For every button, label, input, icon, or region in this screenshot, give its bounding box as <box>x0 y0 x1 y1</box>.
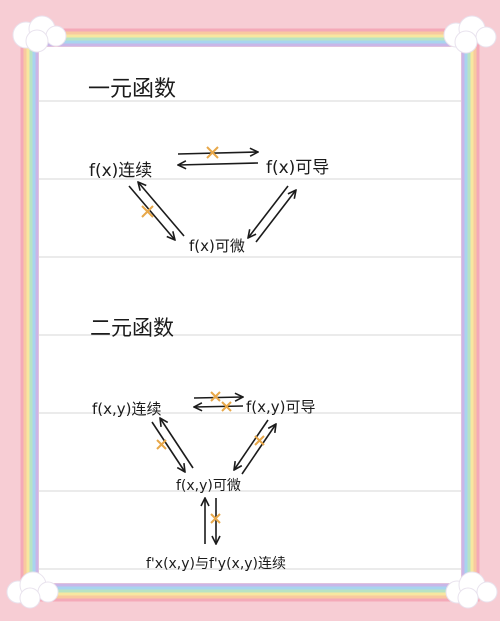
node-continuous-1: f(x)连续 <box>89 161 152 181</box>
cross-mark-icon <box>141 205 154 218</box>
arrow-pair-cont-deriv-1 <box>178 152 258 165</box>
paper <box>39 47 461 583</box>
node-partials-continuous-2: f'x(x,y)与f'y(x,y)连续 <box>146 555 286 572</box>
arrow-pair-diff-partials-2 <box>205 498 216 544</box>
arrow-pair-cont-partial-2 <box>194 397 243 407</box>
node-differentiable-2: f(x,y)可微 <box>176 478 241 494</box>
node-partial-2: f(x,y)可导 <box>246 398 316 416</box>
node-continuous-2: f(x,y)连续 <box>92 400 162 418</box>
arrow-pair-cont-diff-1 <box>128 182 185 240</box>
node-derivable-1: f(x)可导 <box>266 158 329 178</box>
cross-mark-icon <box>206 146 219 159</box>
cross-mark-icon <box>156 439 167 450</box>
cross-mark-icon <box>221 401 232 412</box>
section-title-two-var: 二元函数 <box>90 316 174 340</box>
node-differentiable-1: f(x)可微 <box>189 237 245 255</box>
cross-mark-icon <box>254 435 265 446</box>
rainbow-border <box>20 28 480 602</box>
ruled-lines <box>39 100 461 570</box>
arrow-pair-partial-diff-2 <box>234 419 276 475</box>
section-title-one-var: 一元函数 <box>88 77 176 102</box>
cloud-icon <box>6 571 59 609</box>
cross-mark-icon <box>210 513 221 524</box>
arrow-pair-cont-diff-2 <box>151 418 194 472</box>
cloud-icon <box>12 15 67 53</box>
cloud-icon <box>445 571 498 609</box>
cloud-icon <box>443 15 497 54</box>
cross-mark-icon <box>210 391 221 402</box>
arrow-pair-deriv-diff-1 <box>248 185 296 243</box>
